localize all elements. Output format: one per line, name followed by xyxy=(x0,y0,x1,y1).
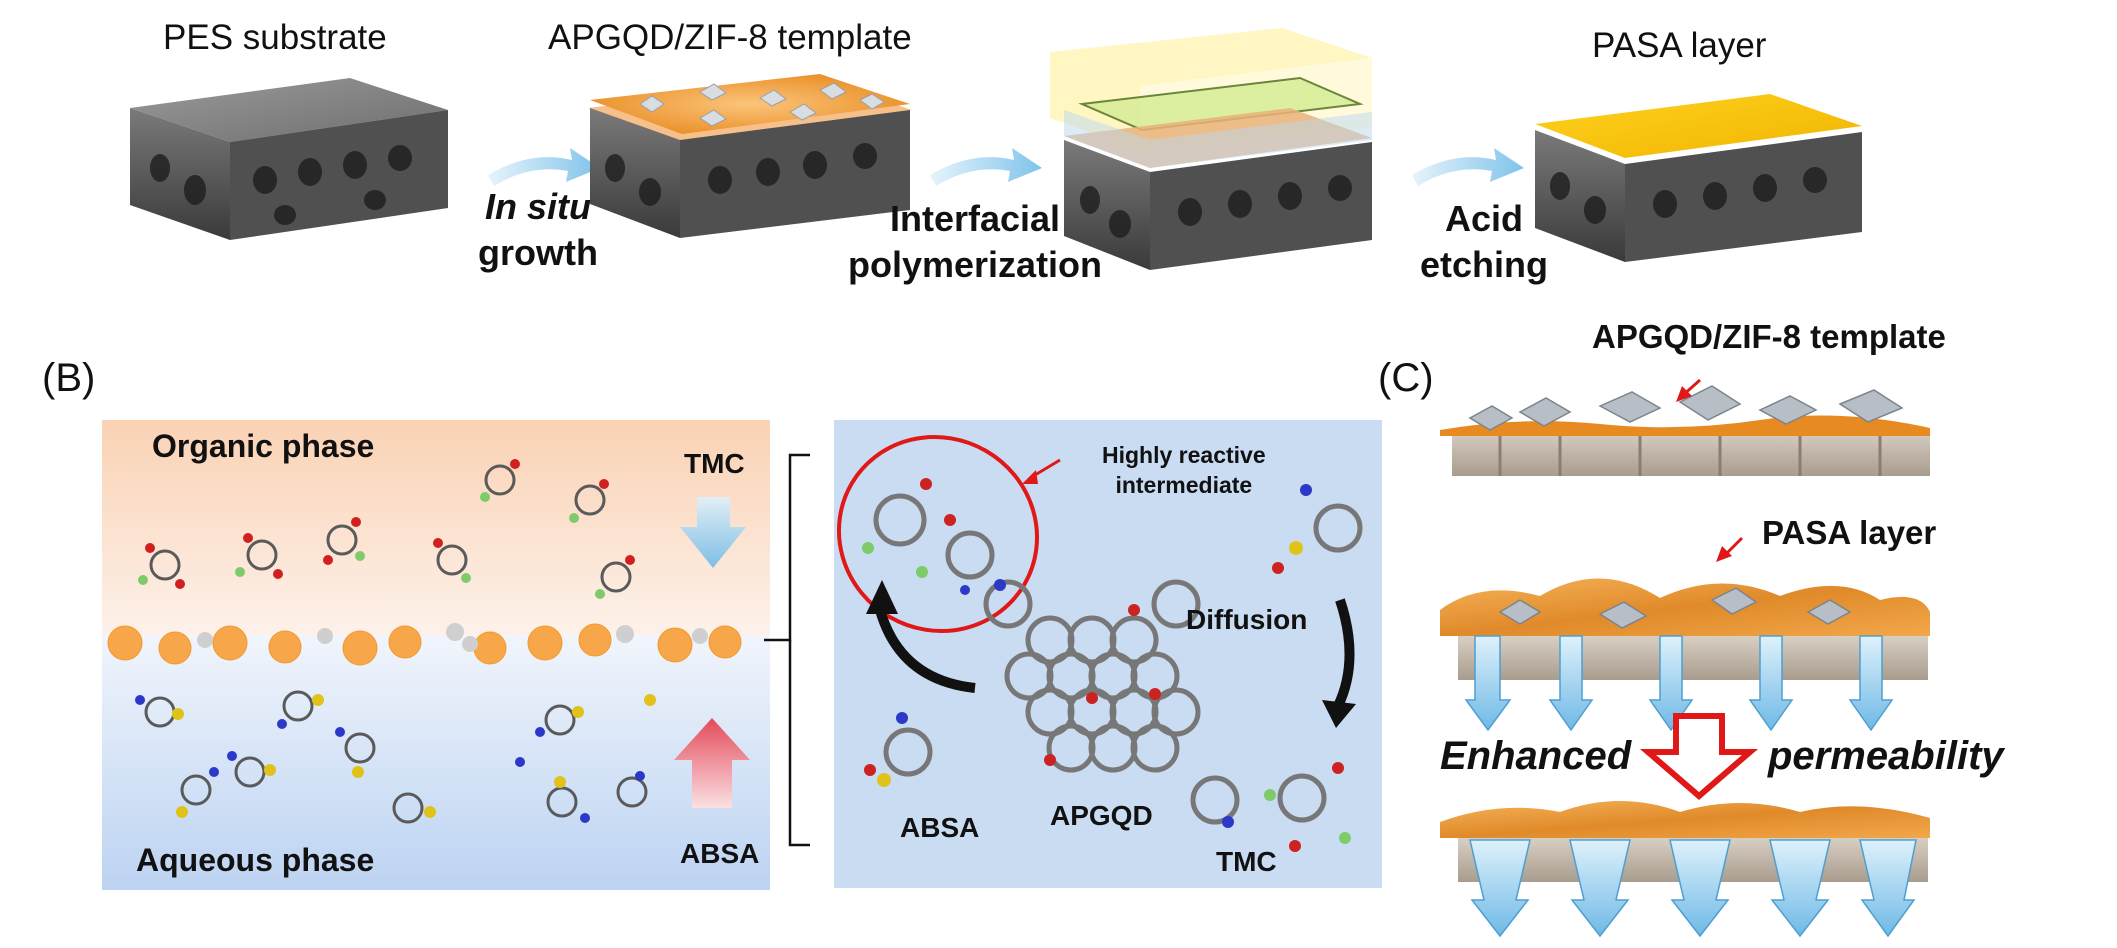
absa-up-arrow xyxy=(674,718,750,808)
c-pasa-membrane xyxy=(1440,578,1930,732)
tmc-down-arrow xyxy=(680,497,746,568)
arrow-acid xyxy=(1412,148,1524,186)
mech-absa-label: ABSA xyxy=(900,812,980,843)
interface-particles xyxy=(107,623,742,666)
enhanced-label: Enhanced xyxy=(1440,734,1632,778)
intermediate-line2: intermediate xyxy=(1115,472,1253,498)
step-in-situ: In situ growth xyxy=(478,184,598,276)
diffusion-label: Diffusion xyxy=(1186,604,1308,635)
step-acid-line1: Acid xyxy=(1445,198,1524,239)
step-in-situ-line2: growth xyxy=(478,232,598,273)
bracket xyxy=(764,453,810,642)
tmc-molecules xyxy=(149,464,632,593)
template-membrane xyxy=(588,74,912,238)
absa-label: ABSA xyxy=(680,838,760,869)
apgqd-molecule xyxy=(983,579,1201,773)
mech-tmc-label: TMC xyxy=(1216,846,1277,877)
aqueous-phase-label: Aqueous phase xyxy=(136,842,375,878)
pes-substrate-label: PES substrate xyxy=(163,18,387,57)
step-interfacial-line2: polymerization xyxy=(848,244,1103,285)
panel-c-letter: (C) xyxy=(1378,356,1434,400)
curved-arrow-left xyxy=(875,608,976,693)
mech-apgqd-label: APGQD xyxy=(1050,800,1153,831)
c-template-membrane xyxy=(1440,385,1930,476)
step-in-situ-line1: In situ xyxy=(484,186,591,227)
intermediate-ellipse xyxy=(836,434,1040,634)
panel-b-letter: (B) xyxy=(42,356,96,400)
arrow-in-situ xyxy=(488,148,600,186)
c-pasa-label: PASA layer xyxy=(1762,514,1937,551)
curved-arrow-right xyxy=(1333,598,1355,709)
c-template-label: APGQD/ZIF-8 template xyxy=(1592,318,1946,355)
step-acid-line2: etching xyxy=(1420,244,1549,285)
c-final-membrane xyxy=(1440,801,1930,938)
template-label: APGQD/ZIF-8 template xyxy=(548,18,912,57)
intermediate-line1: Highly reactive xyxy=(1102,442,1266,468)
step-acid: Acid etching xyxy=(1420,196,1548,288)
permeability-label: permeability xyxy=(1768,734,2004,778)
enhanced-arrow xyxy=(1639,713,1759,800)
pasa-membrane xyxy=(1535,94,1862,262)
organic-phase-label: Organic phase xyxy=(152,428,375,464)
step-interfacial-line1: Interfacial xyxy=(889,198,1061,239)
pes-membrane xyxy=(130,78,448,240)
tmc-label: TMC xyxy=(684,448,745,479)
arrow-interfacial xyxy=(930,148,1042,186)
ip-membrane xyxy=(1050,28,1372,270)
intermediate-label: Highly reactive intermediate xyxy=(1102,440,1266,500)
pasa-layer-label: PASA layer xyxy=(1592,26,1767,65)
step-interfacial: Interfacial polymerization xyxy=(848,196,1102,288)
